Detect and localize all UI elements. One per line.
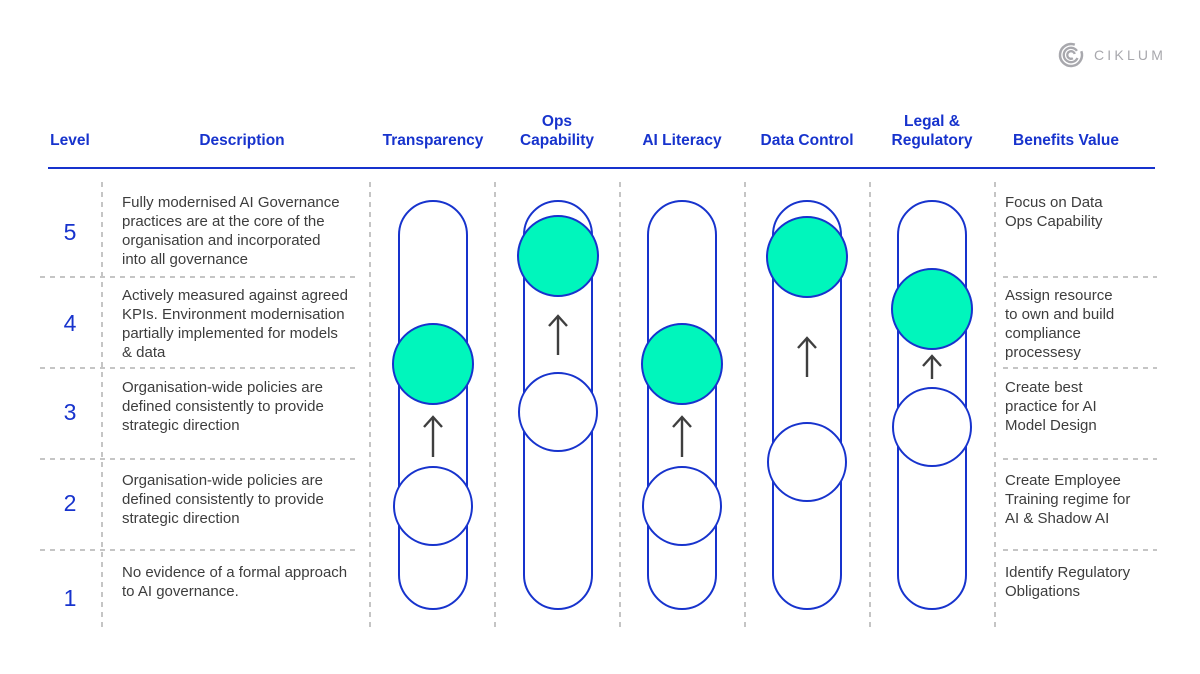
col-header-ai-literacy: AI Literacy [642, 132, 722, 149]
level-description: No evidence of a formal approach to AI g… [122, 564, 348, 600]
maturity-track-transparency [398, 200, 468, 610]
column-divider [619, 182, 621, 628]
row-divider [40, 549, 355, 551]
col-header-benefits-value: Benefits Value [1013, 132, 1119, 149]
column-divider [369, 182, 371, 628]
target-marker [517, 215, 599, 297]
col-header-data-control: Data Control [760, 132, 854, 149]
up-arrow-icon [670, 415, 694, 458]
current-marker [767, 422, 847, 502]
row-divider [1003, 549, 1157, 551]
current-marker [892, 387, 972, 467]
benefit-text: Create Employee Training regime for AI &… [1005, 472, 1131, 527]
benefit-text: Assign resource to own and build complia… [1005, 287, 1115, 361]
row-divider [1003, 458, 1157, 460]
col-header-transparency: Transparency [382, 132, 484, 149]
up-arrow-icon [920, 354, 944, 380]
target-marker [641, 323, 723, 405]
target-marker [392, 323, 474, 405]
column-divider [101, 182, 103, 628]
ciklum-logo-icon [1058, 42, 1084, 68]
row-divider [1003, 367, 1157, 369]
column-divider [994, 182, 996, 628]
up-arrow-icon [546, 314, 570, 356]
row-divider [1003, 276, 1157, 278]
level-number: 3 [63, 399, 77, 425]
level-description: Actively measured against agreed KPIs. E… [122, 287, 348, 361]
level-number: 2 [63, 490, 77, 516]
up-arrow-icon [421, 415, 445, 458]
row-divider [40, 276, 355, 278]
column-divider [869, 182, 871, 628]
row-divider [40, 458, 355, 460]
header-underline [48, 167, 1155, 169]
current-marker [518, 372, 598, 452]
brand-logo: CIKLUM [1057, 41, 1166, 69]
target-marker [891, 268, 973, 350]
level-description: Organisation-wide policies are defined c… [122, 472, 324, 527]
level-description: Fully modernised AI Governance practices… [122, 194, 340, 268]
col-header-ops-capability: Ops Capability [519, 113, 595, 149]
up-arrow-icon [795, 336, 819, 378]
benefit-text: Identify Regulatory Obligations [1005, 564, 1131, 600]
level-number: 4 [63, 310, 77, 336]
brand-name: CIKLUM [1094, 47, 1167, 63]
col-header-legal-regulatory: Legal & Regulatory [891, 113, 973, 149]
target-marker [766, 216, 848, 298]
level-number: 1 [63, 585, 77, 611]
col-header-level: Level [50, 132, 90, 149]
level-number: 5 [63, 219, 77, 245]
row-divider [40, 367, 355, 369]
column-divider [494, 182, 496, 628]
current-marker [642, 466, 722, 546]
col-header-description: Description [199, 132, 285, 149]
benefit-text: Focus on Data Ops Capability [1005, 194, 1103, 230]
maturity-track-ai-literacy [647, 200, 717, 610]
current-marker [393, 466, 473, 546]
column-divider [744, 182, 746, 628]
level-description: Organisation-wide policies are defined c… [122, 379, 324, 434]
benefit-text: Create best practice for AI Model Design [1005, 379, 1097, 434]
